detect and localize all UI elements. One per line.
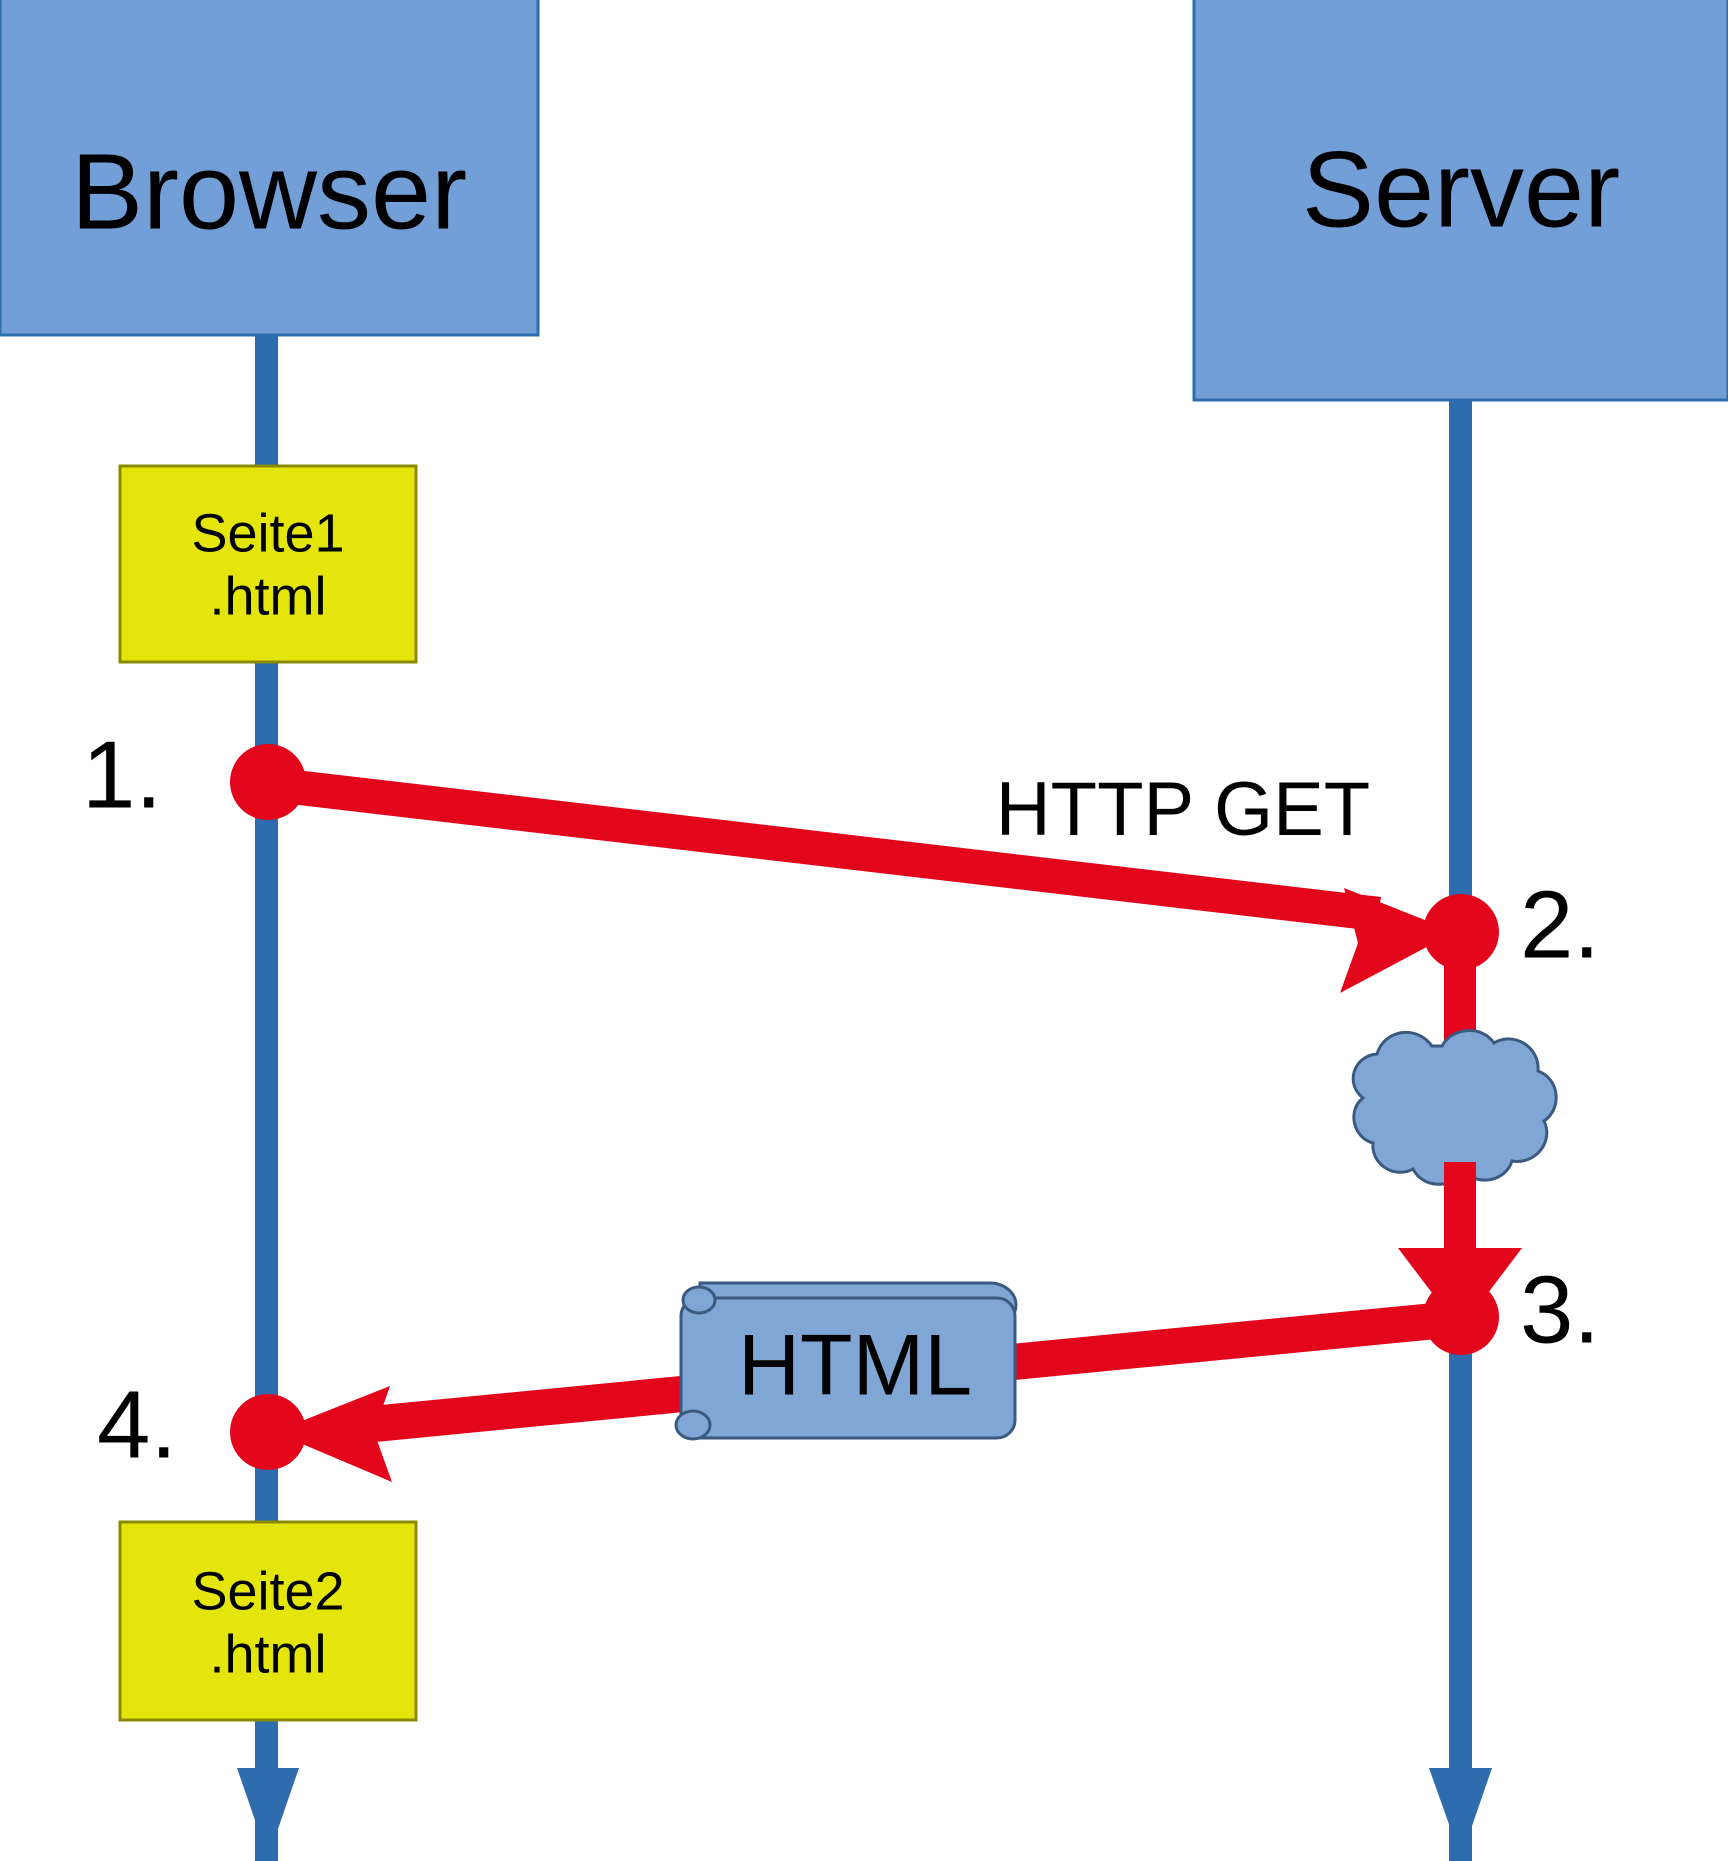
- step-label-2: 2.: [1520, 871, 1600, 978]
- step-label-1: 1.: [82, 721, 162, 828]
- step-label-4: 4.: [97, 1371, 177, 1478]
- message-http-get[interactable]: HTTP GET: [256, 766, 1455, 993]
- step-dot-2[interactable]: [1423, 894, 1499, 970]
- lifeline-browser: [237, 330, 299, 1861]
- page-box-seite2[interactable]: Seite2 .html: [118, 1520, 418, 1722]
- actor-browser[interactable]: Browser: [0, 0, 540, 337]
- page-box-seite1-line2: .html: [209, 566, 326, 626]
- step-dot-1[interactable]: [230, 744, 306, 820]
- step-label-3: 3.: [1520, 1256, 1600, 1363]
- actor-server-label: Server: [1302, 129, 1620, 250]
- page-box-seite1[interactable]: Seite1 .html: [118, 464, 418, 664]
- step-dot-4[interactable]: [230, 1394, 306, 1470]
- message-http-get-label: HTTP GET: [996, 767, 1370, 852]
- actor-server[interactable]: Server: [1192, 0, 1728, 402]
- document-html[interactable]: HTML: [674, 1281, 1018, 1441]
- actor-browser-label: Browser: [71, 131, 467, 252]
- step-dot-3[interactable]: [1423, 1279, 1499, 1355]
- page-box-seite2-line2: .html: [209, 1624, 326, 1684]
- page-box-seite2-line1: Seite2: [191, 1561, 344, 1621]
- document-html-label: HTML: [738, 1318, 972, 1414]
- cloud-icon: [1351, 1029, 1558, 1186]
- page-box-seite1-line1: Seite1: [191, 503, 344, 563]
